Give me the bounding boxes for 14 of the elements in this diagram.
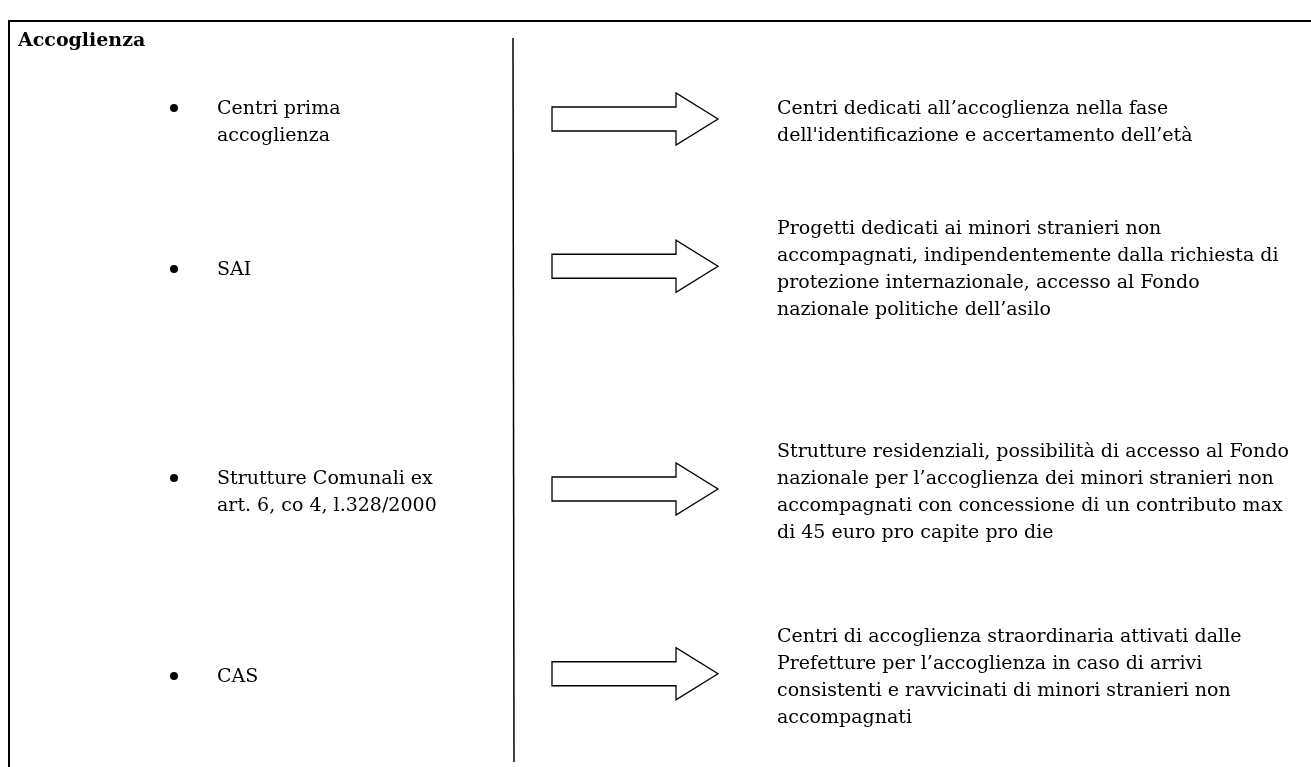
bulleted-list-item: Strutture Comunali ex art. 6, co 4, l.328/2000 <box>162 464 554 518</box>
description-text: Centri dedicati all’accoglienza nella fase dell'identificazione e accertamento dell’età <box>720 94 1305 148</box>
block-arrow <box>551 91 720 147</box>
description-text: Centri di accoglienza straordinaria attivati dalle Prefetture per l’accoglienza in caso di arrivi consistenti e ravvicinati di minori stranieri non accompagnati <box>720 622 1305 730</box>
description-text: Progetti dedicati ai minori stranieri non accompagnati, indipendentemente dalla richiesta di protezione internazionale, accesso al Fondo nazionale politiche dell’asilo <box>720 214 1305 322</box>
block-arrow <box>551 646 720 701</box>
bulleted-list-item: SAI <box>162 255 554 282</box>
block-arrow <box>551 461 720 517</box>
bulleted-list-item: CAS <box>162 662 554 689</box>
description-text: Strutture residenziali, possibilità di accesso al Fondo nazionale per l’accoglienza dei minori stranieri non accompagnati con concessione di un contributo max di 45 euro pro capite pro die <box>720 437 1305 545</box>
frame <box>8 20 1311 767</box>
section-heading: Accoglienza <box>18 27 146 52</box>
bulleted-list-item: Centri prima accoglienza <box>162 94 554 148</box>
block-arrow <box>551 239 720 294</box>
